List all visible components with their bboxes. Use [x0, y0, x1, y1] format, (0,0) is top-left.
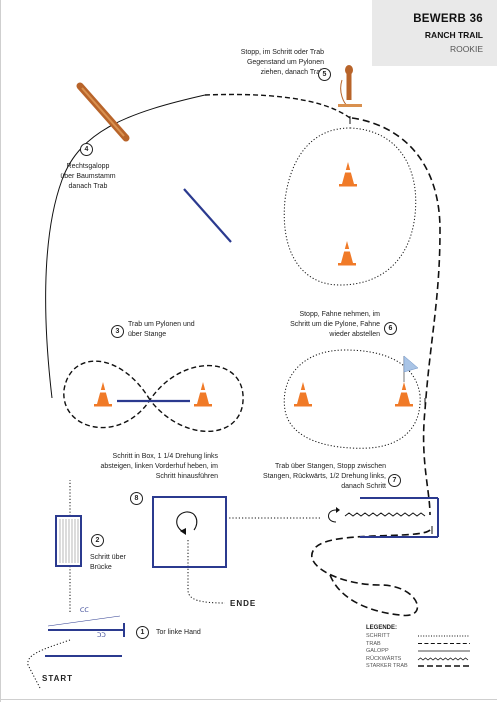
station-5-note: Stopp, im Schritt oder Trab Gegenstand u… — [240, 49, 324, 76]
walk-circle-top — [283, 127, 417, 286]
station-1-note: Tor linke Hand — [156, 629, 201, 636]
legend-gallop: GALOPP — [366, 648, 389, 655]
legend-walk: SCHRITT — [366, 633, 390, 640]
cone-top-1 — [339, 162, 357, 187]
backwards-zigzag — [344, 512, 426, 517]
turn-arrow-7 — [328, 509, 337, 523]
cone-3-right — [194, 382, 212, 407]
start-walk-path — [27, 639, 71, 689]
strong-trot-right — [351, 117, 441, 516]
flag — [403, 355, 419, 373]
station-7-number: 7 — [388, 474, 401, 487]
station-4-note: Rechtsgalopp über Baumstamm danach Trab — [60, 163, 116, 190]
station-4-number: 4 — [80, 143, 93, 156]
legend-backwards: RÜCKWÄRTS — [366, 655, 402, 662]
station-7-note: Trab über Stangen, Stopp zwischen Stange… — [263, 463, 386, 490]
station-3-note: Trab um Pylonen und über Stange — [128, 321, 195, 338]
station-5-number: 5 — [318, 68, 331, 81]
rotation-icon — [176, 511, 198, 533]
station-2-note: Schritt über Brücke — [90, 554, 126, 571]
gallop-path — [45, 94, 206, 399]
gate-top-rail — [47, 615, 121, 627]
legend-trot: TRAB — [366, 640, 381, 647]
cone-top-2 — [338, 241, 356, 266]
strong-trot-bottom — [311, 529, 431, 617]
header-box: BEWERB 36 RANCH TRAIL ROOKIE — [372, 0, 497, 66]
trot-figure-eight — [63, 360, 244, 433]
station-8-number: 8 — [130, 492, 143, 505]
station-8-note: Schritt in Box, 1 1/4 Drehung links abst… — [100, 453, 218, 480]
station-6-number: 6 — [384, 322, 397, 335]
walk-to-end — [187, 540, 226, 604]
start-label: START — [42, 674, 74, 683]
legend: LEGENDE: SCHRITT TRAB GALOPP RÜCKWÄRTS S… — [366, 625, 418, 670]
cone-3-left — [94, 382, 112, 407]
trot-top-path — [204, 93, 351, 119]
header-subtitle: RANCH TRAIL — [424, 30, 483, 40]
station-3-number: 3 — [111, 325, 124, 338]
legend-title: LEGENDE: — [366, 625, 398, 631]
legend-strong-trot: STARKER TRAB — [366, 663, 408, 670]
pole-4 — [183, 188, 232, 243]
svg-text:ᑕᑕ: ᑕᑕ — [80, 608, 89, 614]
header-title: BEWERB 36 — [413, 13, 483, 25]
station-2-number: 2 — [91, 534, 104, 547]
station-1-number: 1 — [136, 626, 149, 639]
station-6-note: Stopp, Fahne nehmen, im Schritt um die P… — [290, 311, 380, 338]
svg-text:ᑐᑐ: ᑐᑐ — [97, 633, 106, 639]
header-level: ROOKIE — [449, 44, 483, 54]
cone-6-left — [294, 382, 312, 407]
cone-6-flag — [395, 355, 419, 407]
end-label: ENDE — [230, 599, 257, 608]
drag-object — [338, 65, 362, 107]
box-8 — [152, 496, 227, 568]
